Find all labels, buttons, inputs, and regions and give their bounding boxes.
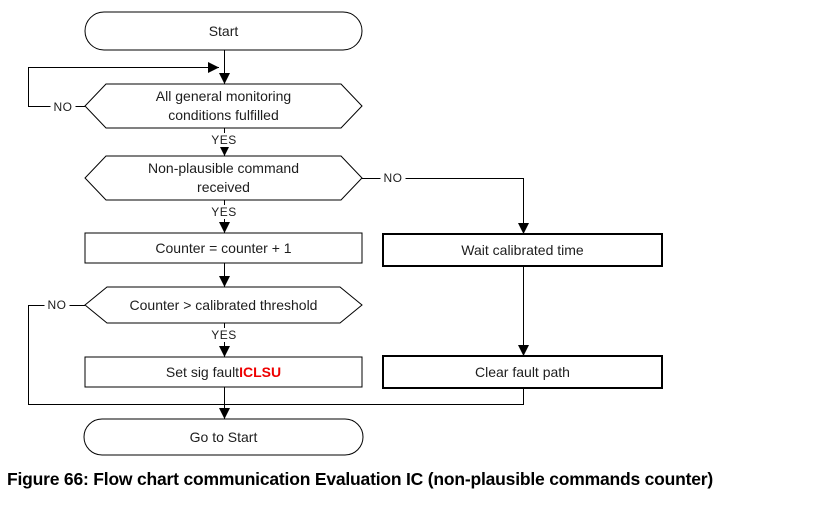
edge-label-threshold-no: NO bbox=[44, 298, 70, 312]
wait-calibrated-shape bbox=[382, 233, 663, 267]
figure-caption: Figure 66: Flow chart communication Eval… bbox=[7, 469, 714, 489]
edge-label-threshold-yes: YES bbox=[208, 328, 240, 342]
counter-increment-shape bbox=[84, 232, 363, 264]
edge-label-nonplausible-yes: YES bbox=[208, 205, 240, 219]
clear-fault-shape bbox=[382, 355, 663, 389]
connector-nonplausible-no-to-wait bbox=[362, 178, 529, 234]
set-sig-fault-shape bbox=[84, 356, 363, 388]
edge-label-nonplausible-no: NO bbox=[380, 171, 406, 185]
go-to-start-shape bbox=[83, 418, 364, 456]
start-node-shape bbox=[84, 11, 363, 51]
connector-clearfault-to-junction bbox=[224, 388, 524, 405]
non-plausible-decision-shape bbox=[84, 155, 363, 201]
edge-label-monitoring-yes: YES bbox=[208, 133, 240, 147]
edge-label-monitoring-no: NO bbox=[50, 100, 76, 114]
monitoring-decision-shape bbox=[84, 83, 363, 129]
threshold-decision-shape bbox=[84, 286, 363, 324]
